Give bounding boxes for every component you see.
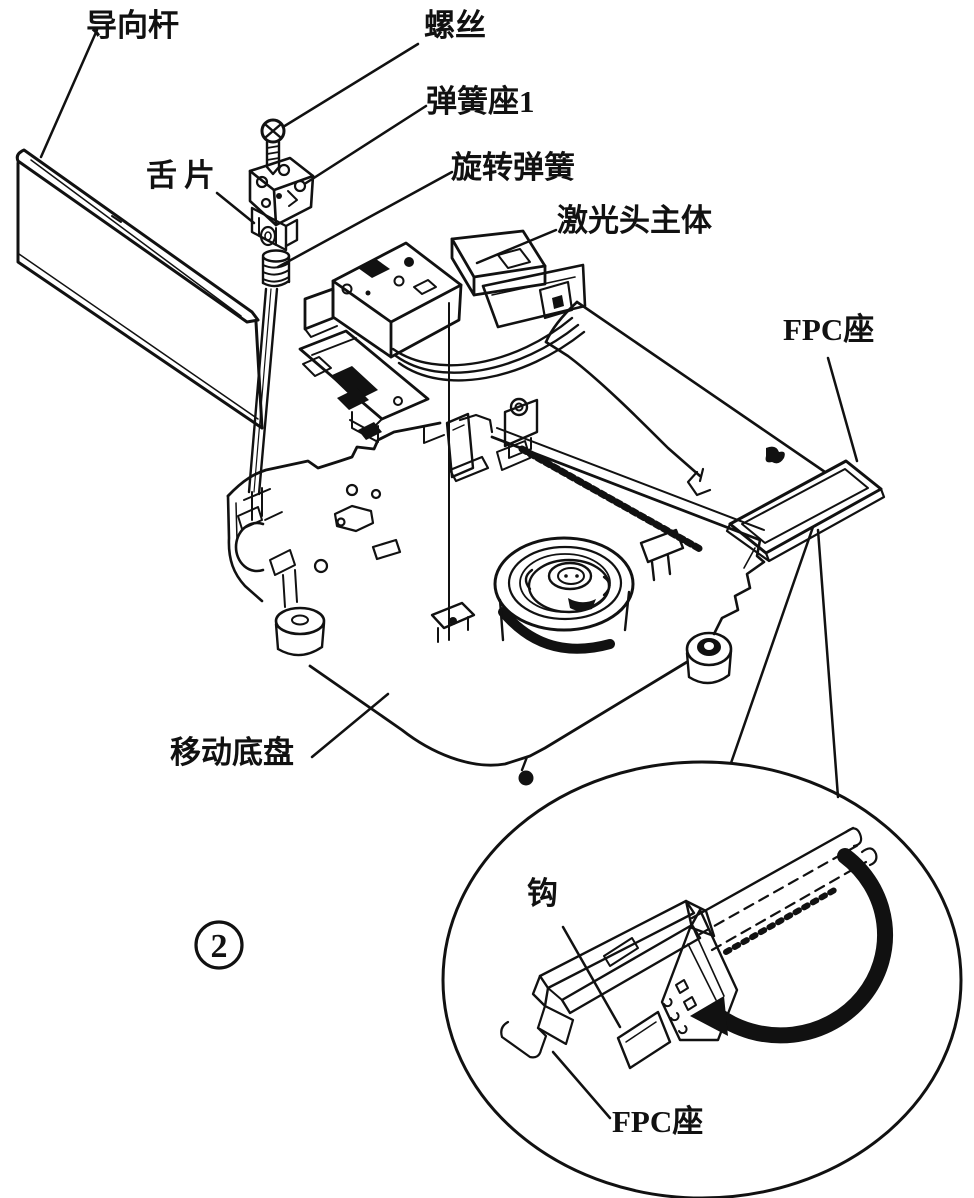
laser-head-body — [298, 229, 587, 443]
leader-screw — [281, 42, 420, 129]
spindle-turntable — [493, 536, 635, 654]
detail-circle — [441, 760, 963, 1198]
leader-lines — [39, 28, 859, 1120]
step-number-badge: 2 — [194, 920, 244, 970]
leader-guide-rod — [39, 28, 99, 159]
leader-laser-head — [475, 228, 558, 265]
tongue-piece — [250, 206, 299, 252]
label-rotation-spring: 旋转弹簧 — [451, 150, 575, 185]
center-posts — [430, 302, 539, 643]
moving-chassis — [226, 413, 766, 786]
spring-rod — [247, 287, 279, 496]
detail-fpc-connector — [500, 899, 739, 1070]
leader-fpc-seat — [826, 356, 859, 463]
rotation-spring — [261, 249, 291, 288]
label-fpc-seat: FPC座 — [783, 312, 875, 347]
label-laser-head-body: 激光头主体 — [557, 203, 712, 238]
fpc-seat — [725, 459, 886, 563]
label-hook: 钩 — [527, 876, 558, 911]
callout-line-right — [816, 528, 840, 799]
label-tongue: 舌片 — [146, 158, 222, 193]
guide-rod — [15, 148, 264, 430]
leader-moving-chassis — [310, 692, 390, 759]
label-screw: 螺丝 — [424, 8, 486, 43]
spring-seat-1 — [248, 156, 315, 227]
label-fpc-seat-detail: FPC座 — [612, 1104, 704, 1139]
label-guide-rod: 导向杆 — [86, 8, 179, 43]
screw — [260, 118, 286, 176]
leader-fpc-seat-detail — [551, 1050, 612, 1120]
label-spring-seat-1: 弹簧座1 — [426, 84, 535, 119]
leader-spring-seat-1 — [304, 104, 428, 185]
step-number: 2 — [211, 928, 228, 965]
label-moving-chassis: 移动底盘 — [170, 735, 294, 770]
leader-tongue — [215, 191, 256, 225]
rotation-arrow — [708, 848, 894, 1044]
leader-rotation-spring — [276, 170, 454, 269]
leader-hook — [561, 925, 622, 1029]
fpc-ribbon — [544, 300, 827, 497]
rotation-arrow-head — [690, 996, 728, 1036]
detail-ribbon-and-arrow — [690, 826, 894, 1044]
callout-line-left — [729, 525, 815, 765]
